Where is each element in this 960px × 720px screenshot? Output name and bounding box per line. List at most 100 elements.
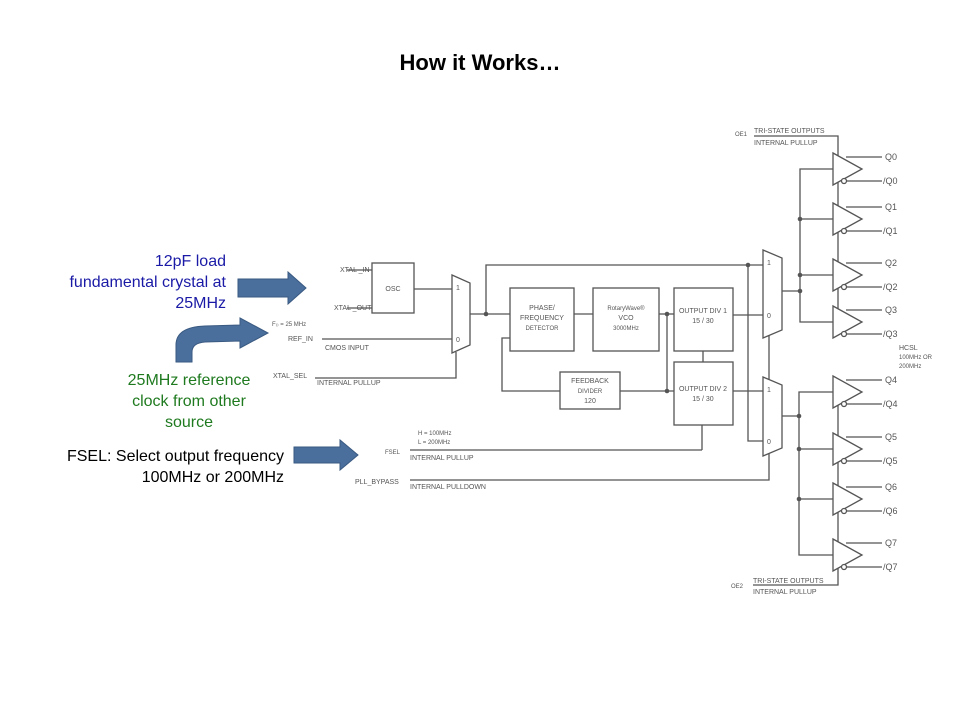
inverted-output-bubble [840,400,848,408]
vco-block [592,287,660,352]
output-buffer: Q4/Q4 [832,374,898,410]
output-buffer: Q1/Q1 [832,201,898,237]
pll-bypass-label: PLL_BYPASS [355,479,399,486]
buffer-triangle [832,201,864,237]
pfd-label-1: PHASE/ [529,305,555,312]
mux-bottom-0: 0 [767,439,771,446]
reference-callout-line: source [164,414,214,431]
output-pin-complement-label: /Q2 [883,282,898,292]
hcsl-freq-2: 200MHz [899,364,921,370]
hcsl-freq-1: 100MHz OR [899,355,933,361]
output-mux-top [762,249,783,339]
output-buffer: Q3/Q3 [832,304,898,340]
div1-label-1: OUTPUT DIV 1 [679,308,727,315]
fsel-pullup-label: INTERNAL PULLUP [410,455,474,462]
oe2-tristate-label: TRI-STATE OUTPUTS [753,578,824,585]
output-mux-bottom [762,376,783,457]
output-buffer: Q6/Q6 [832,481,898,517]
pfd-block [509,287,575,352]
fsel-callout-line: 100MHz or 200MHz [141,469,284,486]
inverted-output-bubble [840,457,848,465]
fsel-arrow-icon [293,438,359,472]
inverted-output-bubble [840,227,848,235]
buffer-triangle [832,257,864,293]
feedback-label-2: DIVIDER [578,389,603,395]
output-pin-label: Q3 [885,305,897,315]
vco-label-2: VCO [618,315,634,322]
mux-top-1: 1 [767,260,771,267]
buffer-triangle [832,304,864,340]
reference-callout-line: 25MHz reference [127,372,251,389]
crystal-callout-line: 12pF load [154,253,226,270]
buffer-triangle [832,537,864,573]
output-buffer: Q0/Q0 [832,151,898,187]
vco-label-3: 3000MHz [613,326,639,332]
slide-title: How it Works… [399,50,561,75]
output-pin-label: Q1 [885,202,897,212]
oe2-label: OE2 [731,584,744,590]
fsel-l-label: L = 200MHz [418,440,450,446]
mux-top-0: 0 [767,313,771,320]
fref-label: F₍₎ = 25 MHz [272,322,306,328]
feedback-label-3: 120 [584,398,596,405]
mux-bottom-1: 1 [767,387,771,394]
buffer-triangle [832,151,864,187]
reference-callout-line: clock from other [132,393,246,410]
feedback-label-1: FEEDBACK [571,378,609,385]
xtal-sel-label: XTAL_SEL [273,373,307,380]
cmos-input-label: CMOS INPUT [325,345,370,352]
reference-curved-arrow-icon [175,317,270,363]
crystal-callout-line: 25MHz [175,295,226,312]
output-pin-label: Q6 [885,482,897,492]
feedback-divider-block [559,371,621,410]
pfd-label-3: DETECTOR [526,326,560,332]
inverted-output-bubble [840,177,848,185]
crystal-callout-line: fundamental crystal at [69,274,226,291]
output-buffer: Q7/Q7 [832,537,898,573]
oe1-tristate-label: TRI-STATE OUTPUTS [754,128,825,135]
output-pin-complement-label: /Q4 [883,399,898,409]
output-pin-label: Q4 [885,375,897,385]
oe2-pullup-label: INTERNAL PULLUP [753,589,817,596]
buffer-triangle [832,431,864,467]
osc-block [371,262,415,314]
osc-label: OSC [385,286,400,293]
output-pin-complement-label: /Q1 [883,226,898,236]
crystal-arrow-icon [237,270,307,306]
ref-in-label: REF_IN [288,336,313,343]
hcsl-label: HCSL [899,345,918,352]
output-pin-label: Q2 [885,258,897,268]
output-pin-complement-label: /Q5 [883,456,898,466]
output-pin-complement-label: /Q3 [883,329,898,339]
pll-bypass-pulldown-label: INTERNAL PULLDOWN [410,484,486,491]
output-buffer: Q5/Q5 [832,431,898,467]
output-div1-block [673,287,734,352]
fsel-callout-line: FSEL: Select output frequency [66,448,284,465]
div2-label-2: 15 / 30 [692,396,714,403]
inverted-output-bubble [840,507,848,515]
output-pin-complement-label: /Q7 [883,562,898,572]
pfd-label-2: FREQUENCY [520,315,564,322]
input-mux-1: 1 [456,285,460,292]
output-pin-label: Q7 [885,538,897,548]
output-pin-complement-label: /Q6 [883,506,898,516]
fsel-callout: FSEL: Select output frequency 100MHz or … [10,446,284,488]
oe1-pullup-label: INTERNAL PULLUP [754,140,818,147]
output-pin-label: Q5 [885,432,897,442]
div1-label-2: 15 / 30 [692,318,714,325]
input-mux [451,273,471,355]
crystal-callout: 12pF load fundamental crystal at 25MHz [20,251,226,314]
fsel-label: FSEL [385,450,401,456]
div2-label-1: OUTPUT DIV 2 [679,386,727,393]
inverted-output-bubble [840,563,848,571]
input-mux-0: 0 [456,337,460,344]
buffer-triangle [832,481,864,517]
reference-callout: 25MHz reference clock from other source [100,370,278,433]
inverted-output-bubble [840,283,848,291]
output-pin-label: Q0 [885,152,897,162]
fsel-h-label: H = 100MHz [418,431,452,437]
inverted-output-bubble [840,330,848,338]
output-pin-complement-label: /Q0 [883,176,898,186]
oe1-label: OE1 [735,132,748,138]
